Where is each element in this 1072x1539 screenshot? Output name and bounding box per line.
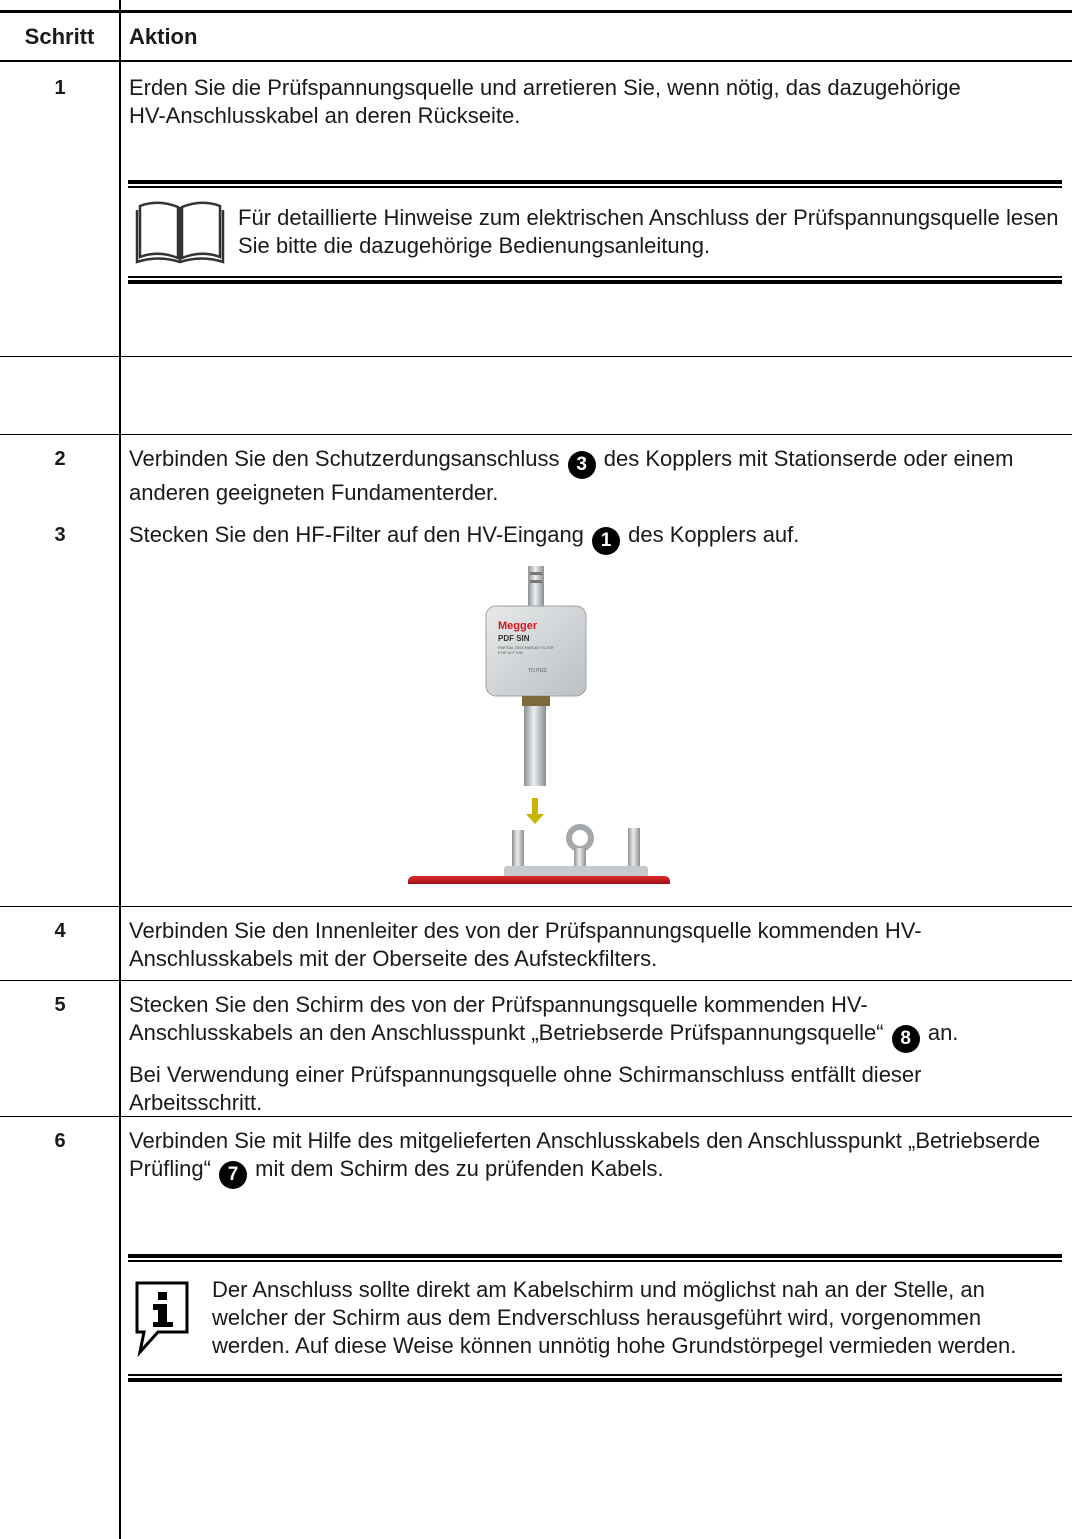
step-text-part: mit dem Schirm des zu prüfenden Kabels.: [255, 1156, 664, 1181]
book-icon: [134, 196, 226, 275]
step-number: 1: [54, 77, 66, 99]
row-divider: [0, 980, 1072, 981]
row-divider: [0, 906, 1072, 907]
step-text: Stecken Sie den HF-Filter auf den HV-Ein…: [129, 521, 1064, 555]
step-text: Verbinden Sie den Innenleiter des von de…: [129, 918, 922, 971]
step-text: Stecken Sie den Schirm des von der Prüfs…: [129, 991, 999, 1117]
callout-badge: 3: [567, 451, 596, 479]
step-text-part: des Kopplers auf.: [628, 522, 800, 547]
port-label: TO PDS: [528, 668, 547, 674]
step-text-part: des Kopplers mit Stationserde oder einem…: [129, 446, 1014, 505]
info-icon: [134, 1280, 190, 1367]
note-text: Für detaillierte Hinweise zum elektrisch…: [238, 205, 1059, 258]
step-number: 5: [54, 994, 66, 1016]
table-top-border: [0, 10, 1072, 13]
note-bottom-rule: [128, 280, 1062, 284]
step-number: 4: [54, 920, 66, 942]
header-bottom-border: [0, 60, 1072, 62]
product-subtitle-2: FOR VLF SIN: [498, 650, 523, 655]
step-text: Verbinden Sie mit Hilfe des mitgeliefert…: [129, 1127, 1064, 1189]
row-divider: [0, 1116, 1072, 1117]
step-text-part: an.: [927, 1020, 959, 1045]
note-bottom-rule: [128, 1378, 1062, 1382]
row-divider: [0, 356, 1072, 357]
step-text: Verbinden Sie den Schutzerdungsanschluss…: [129, 445, 1064, 507]
step-text-part: Verbinden Sie den Schutzerdungsanschluss: [129, 446, 560, 471]
step-number: 2: [54, 448, 66, 470]
header-action: Aktion: [129, 24, 198, 49]
note-bottom-rule: [128, 276, 1062, 278]
step-text-part: Stecken Sie den Schirm des von der Prüfs…: [129, 992, 884, 1045]
callout-badge: 1: [592, 527, 621, 555]
step-number: 6: [54, 1130, 66, 1152]
header-step: Schritt: [24, 24, 95, 49]
step-text-part: Verbinden Sie mit Hilfe des mitgeliefert…: [129, 1128, 1041, 1181]
step-number: 3: [54, 524, 66, 546]
row-divider: [0, 434, 1072, 435]
product-subtitle: PARTIAL DISCHARGE FILTER: [498, 645, 554, 650]
step-text-secondary: Bei Verwendung einer Prüfspannungsquelle…: [129, 1062, 922, 1115]
note-top-rule: [128, 186, 1062, 188]
brand-label: Megger: [498, 620, 538, 632]
callout-badge: 8: [891, 1025, 920, 1053]
filter-mounting-illustration: Megger PDF SIN PARTIAL DISCHARGE FILTER …: [404, 566, 674, 884]
step-text-part: Stecken Sie den HF-Filter auf den HV-Ein…: [129, 522, 584, 547]
note-bottom-rule: [128, 1374, 1062, 1376]
note-top-rule: [128, 180, 1062, 184]
note-text: Der Anschluss sollte direkt am Kabelschi…: [212, 1277, 1017, 1358]
model-label: PDF SIN: [498, 634, 530, 643]
note-box: Für detaillierte Hinweise zum elektrisch…: [128, 180, 1062, 284]
column-divider: [119, 0, 121, 1539]
step-text: Erden Sie die Prüfspannungsquelle und ar…: [129, 75, 961, 128]
note-box: Der Anschluss sollte direkt am Kabelschi…: [128, 1254, 1062, 1382]
callout-badge: 7: [219, 1161, 248, 1189]
note-top-rule: [128, 1260, 1062, 1262]
note-top-rule: [128, 1254, 1062, 1258]
